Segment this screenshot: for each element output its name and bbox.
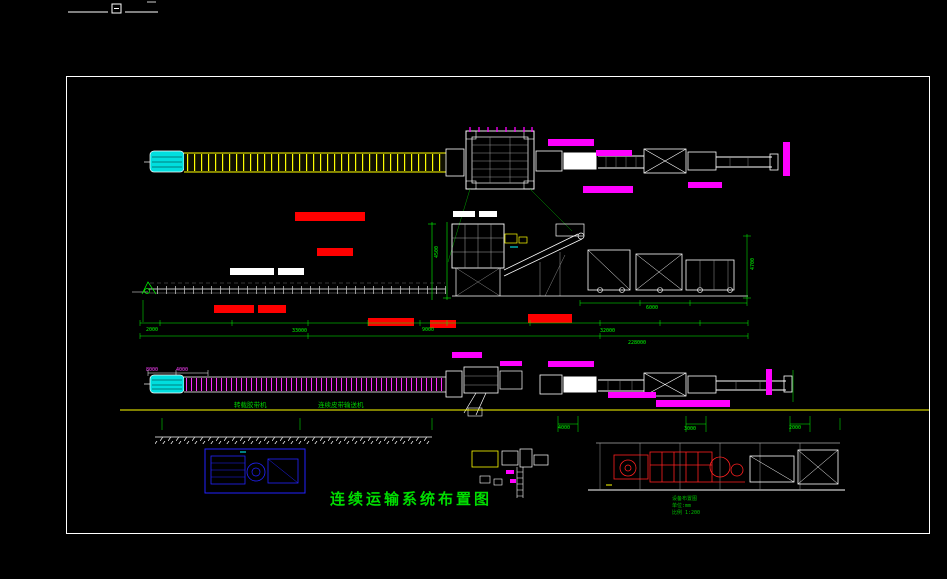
notes-block: 设备布置图 单位:mm 比例 1:200: [672, 495, 700, 516]
pump-station-blue: [204, 448, 306, 494]
dim-text: 4000: [558, 425, 570, 431]
bottom-view: 8000 4000: [120, 352, 929, 444]
belt-conveyor-plan: [184, 153, 446, 172]
transfer-unit-bottom: [463, 366, 523, 417]
belt-label: 连续皮带输送机: [318, 400, 364, 409]
dim-text-magenta: 4000: [176, 367, 188, 373]
elevation-view: 2000 33000 9000 32000 228000 4500 6000 4…: [132, 211, 756, 346]
note-line: 单位:mm: [672, 502, 691, 509]
toolbar-artifacts: [68, 1, 158, 14]
drive-roller-cyan: [149, 150, 185, 173]
drive-roller-cyan-2: [149, 374, 185, 394]
bridge-conveyor-bottom: [539, 372, 793, 397]
discharge-machinery: [452, 249, 748, 297]
dim-text: 32000: [600, 328, 615, 334]
note-line: 比例 1:200: [672, 509, 700, 516]
red-machine: [613, 451, 745, 483]
inclined-conveyor: [503, 223, 585, 297]
dim-text: 4500: [434, 246, 440, 258]
highlight-ticks-magenta: [469, 127, 533, 132]
dim-text: 33000: [292, 328, 307, 334]
dim-text: 228000: [628, 340, 646, 346]
drawing-frame: [66, 76, 930, 534]
note-line: 设备布置图: [672, 495, 697, 502]
dim-text: 4700: [750, 258, 756, 270]
dim-text: 9000: [422, 327, 434, 333]
elevation-dimensions: [139, 234, 751, 339]
selected-dims-magenta: [548, 139, 790, 193]
dim-text: 2000: [146, 327, 158, 333]
dim-text: 3000: [684, 426, 696, 432]
dim-text: 6000: [646, 305, 658, 311]
transfer-unit-plan: [465, 130, 535, 190]
bridge-conveyor-plan: [535, 148, 779, 174]
belt-conveyor-bottom: [184, 377, 446, 392]
drive-frame-elevation: [428, 222, 528, 300]
bottom-dim-ticks: [161, 416, 841, 432]
floor-hatch: [155, 437, 432, 444]
selected-dims-magenta-bottom: [452, 352, 772, 407]
red-structure-bars: [214, 212, 572, 328]
drawing-title: 连续运输系统布置图: [330, 490, 492, 508]
plan-view: [144, 127, 790, 263]
center-detail: [471, 448, 549, 498]
tail-station: [141, 281, 157, 295]
dim-text: 2000: [789, 425, 801, 431]
dim-text-magenta: 8000: [146, 367, 158, 373]
boring-machine-detail: [588, 442, 845, 491]
belt-label: 转载胶带机: [234, 400, 267, 409]
white-structure-bars: [230, 211, 497, 275]
small-box-icon: [111, 3, 122, 14]
